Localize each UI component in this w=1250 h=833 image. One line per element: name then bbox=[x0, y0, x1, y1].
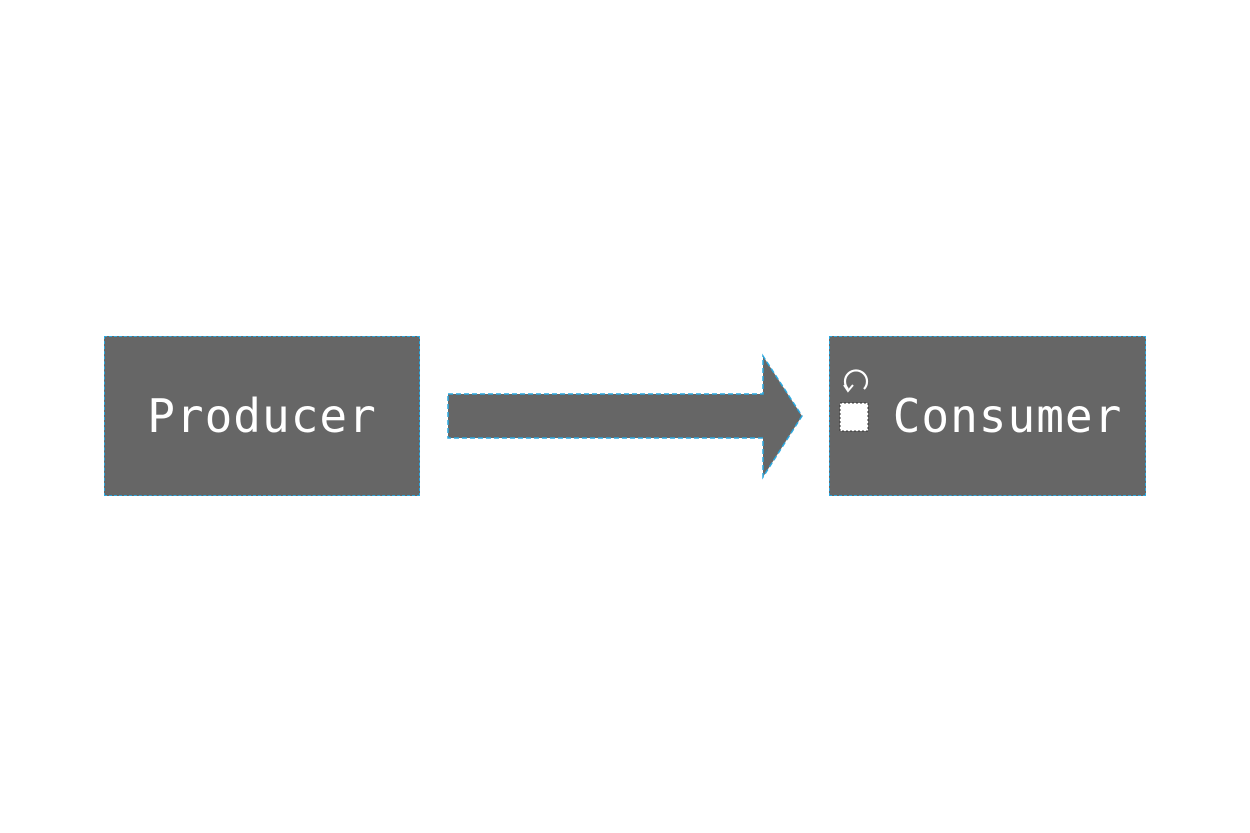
selection-handles bbox=[838, 369, 872, 435]
producer-label: Producer bbox=[147, 389, 377, 443]
consumer-label: Consumer bbox=[892, 389, 1123, 443]
consumer-node[interactable]: Consumer bbox=[829, 336, 1146, 496]
rotate-icon[interactable] bbox=[843, 369, 869, 393]
resize-handle-icon[interactable] bbox=[839, 402, 869, 432]
producer-node[interactable]: Producer bbox=[104, 336, 420, 496]
flow-arrow[interactable] bbox=[447, 353, 803, 480]
